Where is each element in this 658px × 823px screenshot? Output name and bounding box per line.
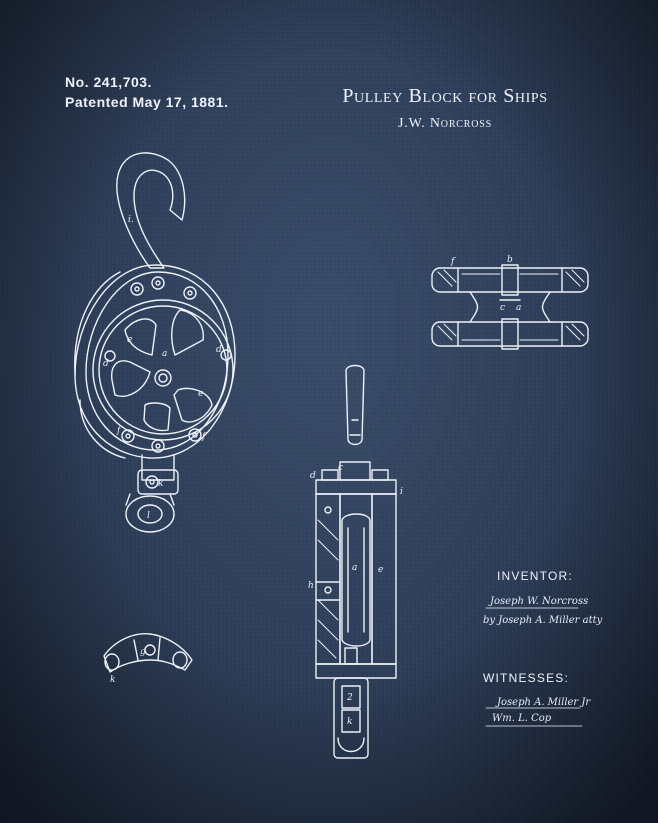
side-cheek-right: [371, 493, 397, 665]
block-shell: [74, 264, 236, 459]
witness-signature-1: Joseph A. Miller Jr: [497, 697, 591, 708]
witnesses-label: WITNESSES:: [483, 671, 570, 685]
inventor-name: J.W. Norcross: [398, 116, 492, 131]
block-inner-rim: [85, 271, 229, 451]
fig-letter-f1: f: [116, 426, 122, 436]
fig-letter-l: l: [147, 511, 150, 521]
fig-letter-e1: e: [127, 335, 132, 345]
side-letter-2: 2: [346, 693, 353, 703]
shackle: [333, 677, 369, 759]
patent-number: No. 241,703.: [65, 74, 152, 90]
fig-letter-a: a: [162, 349, 167, 359]
section-letter-b: b: [507, 255, 513, 265]
inventor-label: INVENTOR:: [497, 569, 573, 583]
lower-plate: [431, 321, 589, 347]
fig-letter-e2: e: [198, 389, 203, 399]
fig1-pulley-block: [74, 152, 236, 533]
section-letter-f: f: [450, 257, 456, 267]
witness-signature-2: Wm. L. Cop: [492, 713, 552, 724]
side-letter-h: h: [308, 581, 314, 591]
fig-letter-d2: d: [216, 345, 222, 355]
side-letter-e: e: [378, 565, 383, 575]
fig2-section: [431, 264, 589, 350]
side-letter-d: d: [310, 471, 316, 481]
section-letter-c: c: [500, 303, 505, 313]
fig-letter-hook: i.: [128, 215, 134, 225]
top-cap: [315, 479, 397, 495]
clip-letter-g: g: [140, 647, 146, 657]
patent-title: Pulley Block for Ships: [342, 85, 548, 107]
fig4-clip: [103, 633, 193, 673]
sheave: [92, 299, 234, 441]
shackle-eye: [125, 495, 175, 533]
clip-body: [103, 633, 193, 673]
clip-letter-k: k: [110, 675, 115, 685]
upper-plate: [431, 267, 589, 293]
patent-date: Patented May 17, 1881.: [65, 94, 229, 110]
hook-shank: [345, 364, 365, 446]
fig3-side-view: [315, 364, 397, 759]
side-letter-i: i: [400, 487, 403, 497]
section-letter-a: a: [516, 303, 521, 313]
fig-letter-d1: d: [103, 359, 109, 369]
side-letter-k: k: [347, 717, 352, 727]
sheave-edge: [341, 513, 371, 647]
bottom-cap: [315, 663, 397, 679]
inventor-signature: Joseph W. Norcross: [490, 596, 589, 607]
fig-letter-k: k: [158, 479, 163, 489]
side-letter-a: a: [352, 563, 357, 573]
attorney-signature: by Joseph A. Miller atty: [483, 615, 603, 626]
axle-pin: [154, 369, 172, 387]
side-letter-c: c: [338, 463, 343, 473]
hook: [116, 152, 186, 269]
shackle-strap: [141, 454, 175, 481]
fig-letter-f2: f: [201, 432, 207, 442]
